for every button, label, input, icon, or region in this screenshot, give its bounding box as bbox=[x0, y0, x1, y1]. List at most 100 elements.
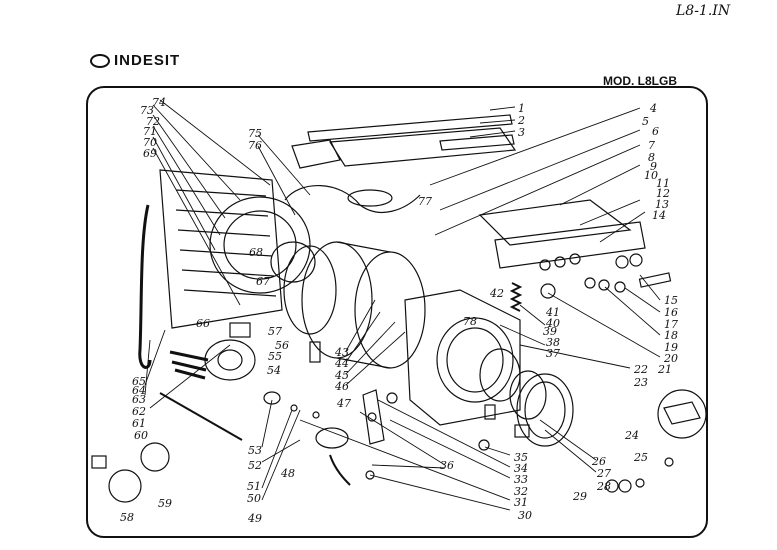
callout-77: 77 bbox=[418, 195, 432, 208]
callout-24: 24 bbox=[625, 429, 639, 442]
back-panel bbox=[159, 169, 283, 329]
small-washer bbox=[664, 457, 674, 467]
callout-60: 60 bbox=[134, 429, 148, 442]
brand-emblem-icon bbox=[90, 53, 110, 68]
tub-back bbox=[209, 196, 316, 294]
callout-23: 23 bbox=[634, 376, 648, 389]
callout-76: 76 bbox=[248, 139, 262, 152]
callout-51: 51 bbox=[247, 480, 261, 493]
brand-name: INDESIT bbox=[114, 52, 181, 69]
callout-46: 46 bbox=[335, 380, 349, 393]
control-panel bbox=[478, 199, 672, 299]
callout-43: 43 bbox=[335, 346, 349, 359]
callout-34: 34 bbox=[514, 462, 528, 475]
callout-30: 30 bbox=[518, 509, 532, 522]
callout-56: 56 bbox=[275, 339, 289, 352]
callout-40: 40 bbox=[546, 317, 560, 330]
callout-53: 53 bbox=[248, 444, 262, 457]
callout-37: 37 bbox=[546, 347, 560, 360]
callout-16: 16 bbox=[664, 306, 678, 319]
pump-parts bbox=[159, 341, 351, 486]
callout-36: 36 bbox=[440, 459, 454, 472]
callout-19: 19 bbox=[664, 341, 678, 354]
callout-78: 78 bbox=[463, 315, 477, 328]
callout-73: 73 bbox=[140, 104, 154, 117]
callout-26: 26 bbox=[592, 455, 606, 468]
callout-25: 25 bbox=[634, 451, 648, 464]
callout-59: 59 bbox=[158, 497, 172, 510]
callout-52: 52 bbox=[248, 459, 262, 472]
callout-9: 9 bbox=[650, 160, 657, 173]
callout-71: 71 bbox=[143, 125, 157, 138]
document-reference: L8-1.IN bbox=[676, 3, 731, 19]
brand-logo: INDESIT bbox=[90, 52, 180, 69]
callout-33: 33 bbox=[514, 473, 528, 486]
front-tub bbox=[404, 289, 574, 447]
callout-27: 27 bbox=[597, 467, 611, 480]
callout-20: 20 bbox=[664, 352, 678, 365]
callout-15: 15 bbox=[664, 294, 678, 307]
callout-66: 66 bbox=[196, 317, 210, 330]
callout-31: 31 bbox=[514, 496, 528, 509]
callout-63: 63 bbox=[132, 393, 146, 406]
callout-54: 54 bbox=[267, 364, 281, 377]
callout-28: 28 bbox=[597, 480, 611, 493]
callout-22: 22 bbox=[634, 363, 648, 376]
callout-7: 7 bbox=[648, 139, 655, 152]
drain-hose bbox=[138, 204, 152, 369]
callout-35: 35 bbox=[514, 451, 528, 464]
model-label: MOD. L8LGB bbox=[603, 74, 677, 88]
callout-49: 49 bbox=[248, 512, 262, 525]
callout-45: 45 bbox=[335, 369, 349, 382]
callout-17: 17 bbox=[664, 318, 678, 331]
callout-4: 4 bbox=[650, 102, 657, 115]
fixing-parts bbox=[605, 478, 645, 493]
diagram-frame bbox=[86, 86, 708, 538]
callout-75: 75 bbox=[248, 127, 262, 140]
callout-39: 39 bbox=[543, 325, 557, 338]
drum bbox=[283, 241, 426, 369]
callout-12: 12 bbox=[656, 187, 670, 200]
callout-18: 18 bbox=[664, 329, 678, 342]
callout-38: 38 bbox=[546, 336, 560, 349]
callout-41: 41 bbox=[546, 306, 560, 319]
callout-8: 8 bbox=[648, 151, 655, 164]
callout-42: 42 bbox=[490, 287, 504, 300]
callout-10: 10 bbox=[644, 169, 658, 182]
motor bbox=[169, 322, 256, 381]
callout-50: 50 bbox=[247, 492, 261, 505]
misc-parts bbox=[362, 389, 530, 480]
callout-47: 47 bbox=[337, 397, 351, 410]
callout-65: 65 bbox=[132, 375, 146, 388]
callout-69: 69 bbox=[143, 147, 157, 160]
top-cover-parts bbox=[291, 114, 517, 169]
inset-parts bbox=[91, 442, 170, 503]
callout-57: 57 bbox=[268, 325, 282, 338]
callout-67: 67 bbox=[256, 275, 270, 288]
callout-44: 44 bbox=[335, 357, 349, 370]
callout-6: 6 bbox=[652, 125, 659, 138]
door-hinge bbox=[657, 389, 707, 439]
suspension-spring bbox=[509, 282, 523, 312]
callout-55: 55 bbox=[268, 350, 282, 363]
callout-5: 5 bbox=[642, 115, 649, 128]
callout-1: 1 bbox=[518, 102, 525, 115]
callout-74: 74 bbox=[152, 96, 166, 109]
callout-2: 2 bbox=[518, 114, 525, 127]
leader-lines bbox=[144, 99, 661, 511]
callout-72: 72 bbox=[146, 115, 160, 128]
callout-32: 32 bbox=[514, 485, 528, 498]
callout-48: 48 bbox=[281, 467, 295, 480]
callout-68: 68 bbox=[249, 246, 263, 259]
callout-62: 62 bbox=[132, 405, 146, 418]
callout-14: 14 bbox=[652, 209, 666, 222]
callout-3: 3 bbox=[518, 126, 525, 139]
callout-70: 70 bbox=[143, 136, 157, 149]
callout-21: 21 bbox=[658, 363, 672, 376]
callout-13: 13 bbox=[655, 198, 669, 211]
callout-61: 61 bbox=[132, 417, 146, 430]
callout-64: 64 bbox=[132, 384, 146, 397]
pressure-hose bbox=[347, 189, 393, 207]
callout-58: 58 bbox=[120, 511, 134, 524]
